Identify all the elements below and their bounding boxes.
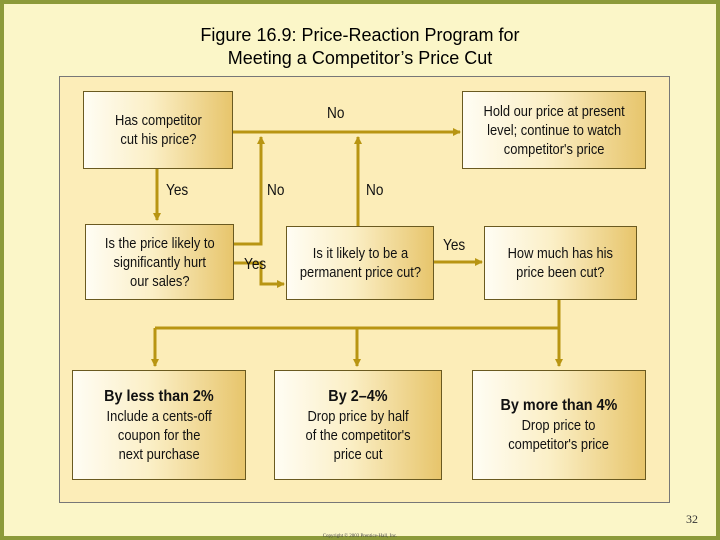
label-no-mid-left: No [267, 182, 285, 199]
arrow-no-from-hurt [233, 136, 265, 246]
box-has-competitor-cut: Has competitor cut his price? [83, 91, 233, 169]
slide-title: Figure 16.9: Price-Reaction Program for … [4, 24, 716, 70]
label-yes-mid: Yes [244, 256, 267, 273]
arrow-yes-to-permanent [233, 261, 285, 288]
box-permanent-cut: Is it likely to be a permanent price cut… [286, 226, 434, 300]
less-than-2-heading: By less than 2% [104, 387, 214, 405]
box-two-to-four: By 2–4% Drop price by half of the compet… [274, 370, 442, 480]
two-to-four-body: Drop price by half of the competitor's p… [305, 407, 411, 463]
label-no-mid-right: No [366, 182, 384, 199]
label-yes-left: Yes [166, 182, 189, 199]
box-how-much-cut: How much has his price been cut? [484, 226, 637, 300]
flow-connectors [151, 128, 563, 367]
title-line-2: Meeting a Competitor’s Price Cut [227, 48, 493, 68]
two-to-four-heading: By 2–4% [328, 387, 388, 405]
copyright-notice: Copyright © 2003 Prentice-Hall, Inc. [322, 534, 398, 539]
more-than-4-heading: By more than 4% [500, 397, 618, 414]
box-likely-hurt-sales: Is the price likely to significantly hur… [85, 224, 234, 300]
box-more-than-4: By more than 4% Drop price to competitor… [472, 370, 646, 480]
more-than-4-body: Drop price to competitor's price [508, 417, 610, 453]
label-yes-right: Yes [443, 237, 466, 254]
box-hold-price: Hold our price at present level; continu… [462, 91, 646, 169]
page-number: 32 [686, 512, 698, 526]
label-no-top: No [327, 105, 345, 122]
title-line-1: Figure 16.9: Price-Reaction Program for [200, 25, 520, 45]
box-less-than-2: By less than 2% Include a cents-off coup… [72, 370, 246, 480]
less-than-2-body: Include a cents-off coupon for the next … [106, 407, 212, 463]
